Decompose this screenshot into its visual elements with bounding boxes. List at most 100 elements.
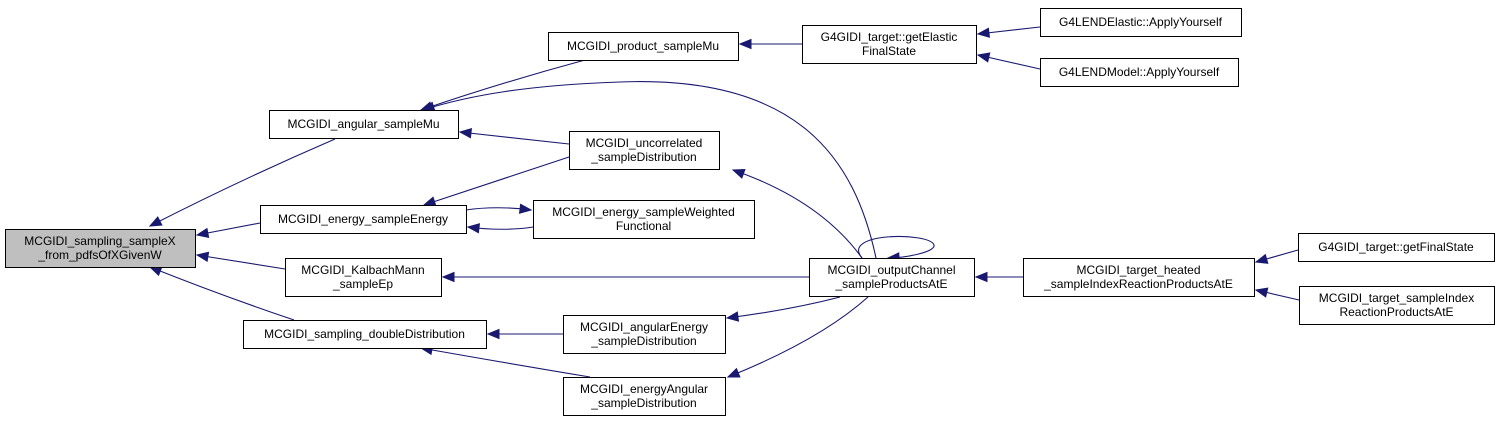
node-kalbach[interactable]: MCGIDI_KalbachMann_sampleEp [285,258,442,297]
edge-arrowhead [148,266,163,277]
edge-arrowhead [1254,287,1269,298]
edge-line [732,169,863,259]
node-label-line: _sampleDistribution [590,396,696,410]
edge-arrowhead [976,27,991,38]
node-label-line: MCGIDI_target_sampleIndex [1319,291,1474,305]
node-label-line: _sampleIndexReactionProductsAtE [1043,277,1233,291]
node-box [285,258,442,297]
node-label-line: Functional [616,219,671,233]
node-label-line: FinalState [862,44,916,58]
node-box [1040,8,1242,37]
node-label-line: G4LENDElastic::ApplyYourself [1059,15,1223,29]
edge-arrowhead [725,311,740,322]
edge-weighted-to-energy [466,223,534,234]
edge-heated-to-outCh [974,271,1023,283]
edge-arrowhead [195,251,210,262]
node-heated[interactable]: MCGIDI_target_heated_sampleIndexReaction… [1023,258,1255,297]
node-label-line: MCGIDI_energy_sampleWeighted [552,205,735,219]
edge-arrowhead [726,367,741,378]
node-box [260,205,467,234]
edge-line [420,347,591,378]
node-box [802,25,977,64]
edge-arrowhead [441,271,455,283]
node-lendMod[interactable]: G4LENDModel::ApplyYourself [1040,58,1239,87]
node-label-line: ReactionProductsAtE [1339,305,1453,319]
node-box [1299,286,1495,325]
edge-outCh-to-uncorr [731,168,863,259]
node-label-line: G4GIDI_target::getFinalState [1318,240,1474,254]
node-box [1298,233,1495,262]
edge-energy-to-root [195,222,261,239]
edge-dbl-to-root [148,266,295,321]
node-angMu[interactable]: MCGIDI_angular_sampleMu [269,110,459,139]
edge-arrowhead [974,271,988,283]
edge-tgtIdx-to-heated [1254,287,1300,301]
edge-line [726,296,841,319]
node-dbl[interactable]: MCGIDI_sampling_doubleDistribution [243,320,487,349]
node-box [563,315,726,354]
edge-elastic-to-prodMu [738,38,802,50]
edge-arrowhead [738,38,752,50]
node-label-line: MCGIDI_energy_sampleEnergy [278,212,448,226]
edge-line [459,131,570,145]
node-energy[interactable]: MCGIDI_energy_sampleEnergy [260,205,467,234]
node-label-line: G4GIDI_target::getElastic [821,30,958,44]
node-label-line: MCGIDI_angular_sampleMu [287,117,439,131]
node-box [1023,258,1255,297]
edge-arrowhead [422,196,437,207]
node-label-line: _sampleDistribution [590,334,696,348]
node-label-line: _sampleEp [332,277,393,291]
edge-outCh-to-enAng [726,296,869,378]
node-enAng[interactable]: MCGIDI_energyAngular_sampleDistribution [563,377,726,416]
edge-arrowhead [518,203,533,214]
node-layer: MCGIDI_sampling_sampleX_from_pdfsOfXGive… [5,8,1495,416]
node-label-line: MCGIDI_sampling_doubleDistribution [264,327,465,341]
node-label-line: MCGIDI_KalbachMann [301,263,424,277]
edge-arrowhead [148,216,163,227]
node-label-line: _sampleDistribution [590,150,696,164]
edge-outCh-to-kalbach [441,271,809,283]
node-label-line: G4LENDModel::ApplyYourself [1059,65,1220,79]
node-outCh[interactable]: MCGIDI_outputChannel_sampleProductsAtE [809,258,975,297]
edge-angMu-to-root [148,138,336,227]
node-prodMu[interactable]: MCGIDI_product_sampleMu [548,32,739,61]
edge-arrowhead [458,128,473,139]
node-box [5,229,196,268]
edge-kalbach-to-root [195,251,286,270]
node-uncorr[interactable]: MCGIDI_uncorrelated_sampleDistribution [569,131,720,170]
edge-line [420,59,586,111]
edge-energy-to-weighted [465,203,533,214]
edge-angEn-to-dbl [486,328,563,340]
edge-arrowhead [466,223,481,234]
node-angEn[interactable]: MCGIDI_angularEnergy_sampleDistribution [563,315,726,354]
node-tgtIdx[interactable]: MCGIDI_target_sampleIndexReactionProduct… [1299,286,1495,325]
node-label-line: MCGIDI_uncorrelated [586,136,703,150]
node-root[interactable]: MCGIDI_sampling_sampleX_from_pdfsOfXGive… [5,229,196,268]
node-getFinal[interactable]: G4GIDI_target::getFinalState [1298,233,1495,262]
edge-arrowhead [976,52,991,63]
node-label-line: MCGIDI_outputChannel [827,263,955,277]
node-label-line: MCGIDI_angularEnergy [580,320,708,334]
edge-line [149,138,336,227]
edge-arrowhead [1254,253,1269,264]
edge-lendMod-to-elastic [976,52,1041,70]
node-label-line: MCGIDI_target_heated [1076,263,1200,277]
edge-line [196,254,286,270]
edge-arrowhead [486,328,500,340]
node-box [269,110,459,139]
node-box [1040,58,1239,87]
edge-getFinal-to-heated [1254,249,1299,264]
edge-line [422,81,877,259]
node-lendEl[interactable]: G4LENDElastic::ApplyYourself [1040,8,1242,37]
node-label-line: _from_pdfsOfXGivenW [37,248,162,262]
edge-arrowhead [731,168,746,179]
edge-arrowhead [195,227,210,239]
node-box [809,258,975,297]
node-label-line: _sampleProductsAtE [834,277,947,291]
edge-line [727,296,869,378]
edge-uncorr-to-energy [422,156,570,207]
edge-lendEl-to-elastic [976,26,1041,38]
